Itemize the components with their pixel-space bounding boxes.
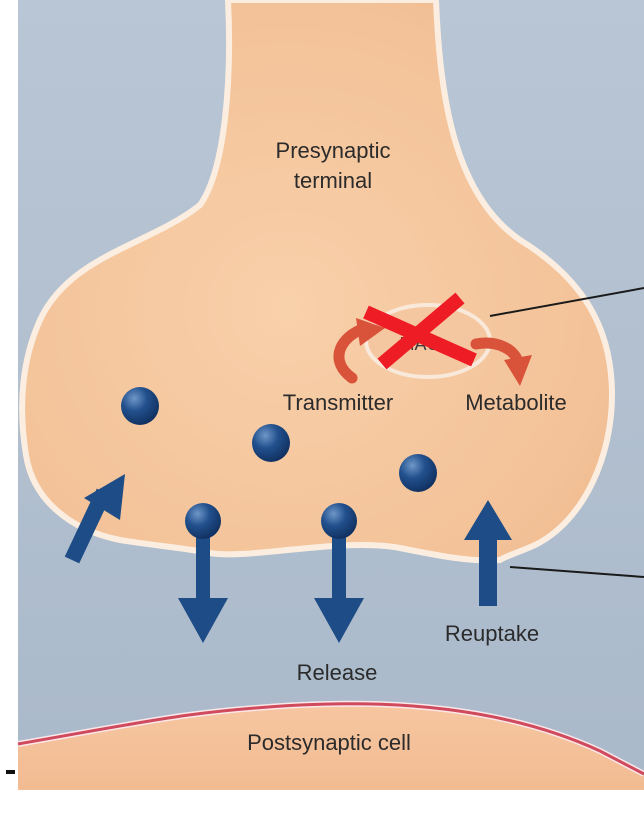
label-postsynaptic-cell: Postsynaptic cell — [247, 730, 411, 755]
vesicle-left — [121, 387, 159, 425]
label-metabolite: Metabolite — [465, 390, 567, 415]
label-presynaptic-line2: terminal — [294, 168, 372, 193]
label-reuptake: Reuptake — [445, 621, 539, 646]
label-transmitter: Transmitter — [283, 390, 393, 415]
vesicle-center — [252, 424, 290, 462]
corner-tick-mark — [6, 770, 15, 774]
label-presynaptic-line1: Presynaptic — [276, 138, 391, 163]
vesicle-right — [399, 454, 437, 492]
label-release: Release — [297, 660, 378, 685]
left-white-margin — [0, 0, 18, 816]
